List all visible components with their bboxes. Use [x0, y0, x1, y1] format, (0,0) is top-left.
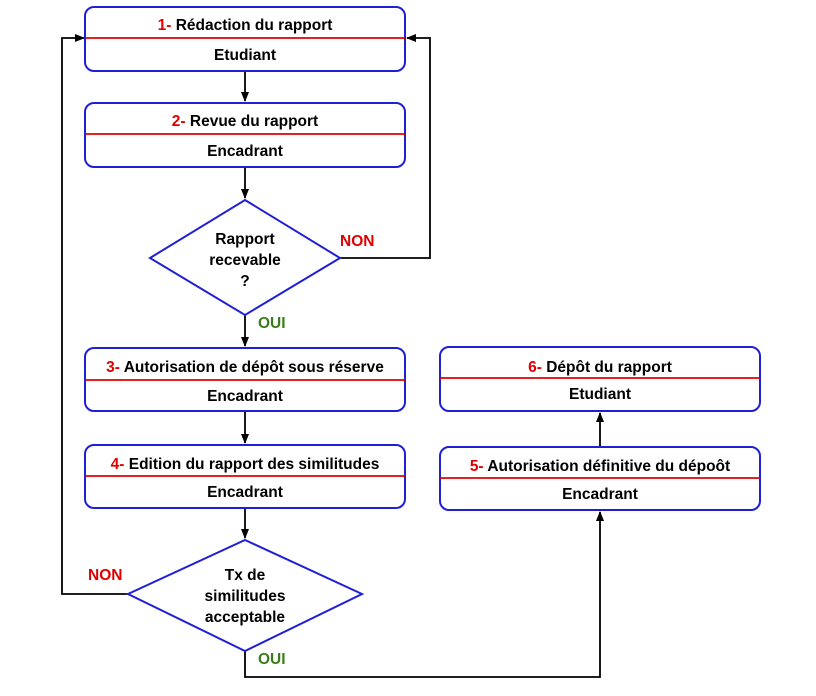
box-4: 4- Edition du rapport des similitudes En…	[84, 444, 406, 509]
decision-text-line: acceptable	[205, 609, 286, 626]
box-2: 2- Revue du rapport Encadrant	[84, 102, 406, 168]
box-role: Encadrant	[207, 484, 283, 501]
box-role: Etudiant	[569, 386, 631, 403]
box-role: Etudiant	[214, 47, 276, 64]
box-title: 6- Dépôt du rapport	[528, 359, 672, 376]
decision-text-line: recevable	[209, 252, 281, 269]
arrow-decision2-no-to-box1	[61, 34, 128, 595]
box-title: 5- Autorisation définitive du dépoôt	[470, 458, 730, 475]
decision-1-no-label: NON	[340, 233, 374, 250]
arrow-decision2-yes-to-box5	[244, 511, 604, 678]
box-5: 5- Autorisation définitive du dépoôt Enc…	[439, 446, 761, 511]
decision-text-line: ?	[240, 273, 249, 290]
decision-2-no-label: NON	[88, 567, 122, 584]
decision-text-line: Tx de	[225, 567, 266, 584]
decision-1-yes-label: OUI	[258, 315, 286, 332]
decision-text-line: Rapport	[215, 231, 274, 248]
decision-text-line: similitudes	[205, 588, 286, 605]
box-role: Encadrant	[207, 143, 283, 160]
decision-1: Rapport recevable ?	[148, 198, 342, 317]
decision-2-yes-label: OUI	[258, 651, 286, 668]
decision-2: Tx de similitudes acceptable	[125, 538, 365, 653]
arrow-decision1-no-to-box1	[340, 34, 431, 259]
box-title: 2- Revue du rapport	[172, 113, 318, 130]
connectors	[61, 34, 604, 678]
box-title: 1- Rédaction du rapport	[158, 17, 333, 34]
box-1: 1- Rédaction du rapport Etudiant	[84, 6, 406, 72]
box-role: Encadrant	[562, 486, 638, 503]
box-role: Encadrant	[207, 388, 283, 405]
box-3: 3- Autorisation de dépôt sous réserve En…	[84, 347, 406, 412]
box-6: 6- Dépôt du rapport Etudiant	[439, 346, 761, 412]
box-title: 3- Autorisation de dépôt sous réserve	[106, 359, 384, 376]
box-title: 4- Edition du rapport des similitudes	[111, 456, 380, 473]
